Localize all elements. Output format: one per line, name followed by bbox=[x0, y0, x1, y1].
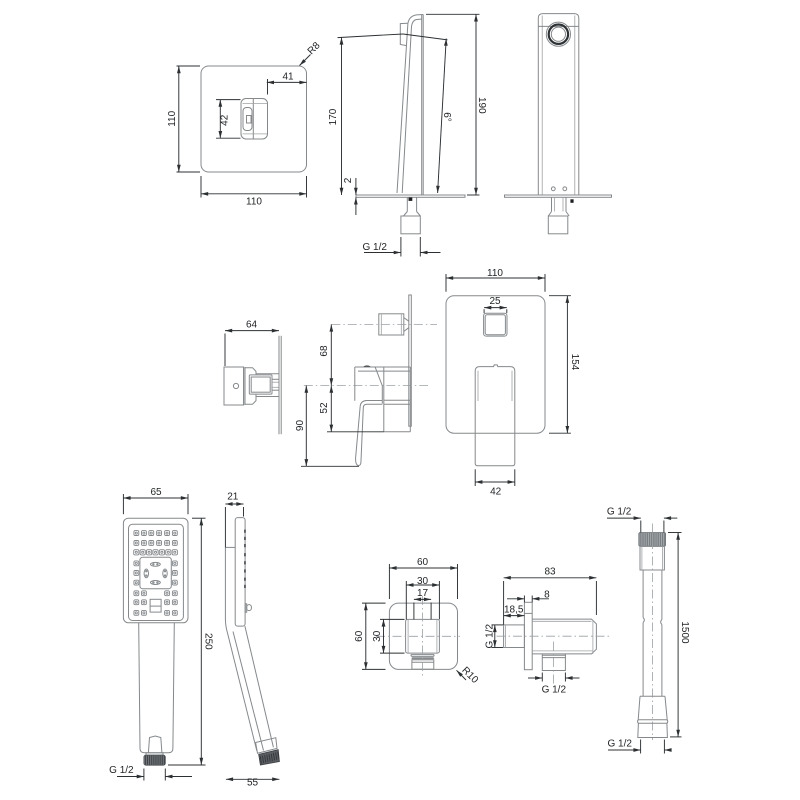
svg-text:52: 52 bbox=[319, 402, 330, 414]
svg-text:8: 8 bbox=[544, 590, 550, 601]
svg-text:60: 60 bbox=[354, 630, 365, 642]
svg-text:55: 55 bbox=[247, 778, 259, 789]
svg-text:6°: 6° bbox=[441, 112, 452, 122]
svg-text:42: 42 bbox=[220, 114, 231, 126]
svg-text:170: 170 bbox=[328, 108, 339, 125]
svg-text:41: 41 bbox=[282, 71, 294, 82]
svg-text:2: 2 bbox=[343, 177, 354, 183]
svg-text:G 1/2: G 1/2 bbox=[484, 624, 495, 649]
svg-text:G 1/2: G 1/2 bbox=[362, 242, 387, 253]
svg-text:110: 110 bbox=[246, 197, 262, 208]
svg-text:154: 154 bbox=[569, 354, 580, 371]
svg-text:64: 64 bbox=[246, 319, 258, 330]
svg-text:90: 90 bbox=[295, 420, 306, 432]
svg-text:18,5: 18,5 bbox=[504, 605, 524, 616]
svg-text:60: 60 bbox=[417, 557, 429, 568]
svg-text:1500: 1500 bbox=[679, 621, 690, 644]
svg-text:17: 17 bbox=[417, 588, 429, 599]
svg-text:83: 83 bbox=[544, 567, 556, 578]
svg-text:G 1/2: G 1/2 bbox=[542, 685, 567, 696]
svg-text:G 1/2: G 1/2 bbox=[607, 507, 632, 518]
svg-text:30: 30 bbox=[372, 630, 383, 642]
svg-text:65: 65 bbox=[150, 487, 162, 498]
svg-text:110: 110 bbox=[487, 268, 503, 279]
svg-text:30: 30 bbox=[417, 576, 429, 587]
svg-text:110: 110 bbox=[167, 110, 178, 126]
svg-text:25: 25 bbox=[489, 296, 501, 307]
svg-text:190: 190 bbox=[476, 97, 487, 114]
svg-text:21: 21 bbox=[227, 492, 239, 503]
svg-text:G 1/2: G 1/2 bbox=[607, 738, 632, 749]
svg-text:68: 68 bbox=[319, 345, 330, 357]
svg-text:42: 42 bbox=[490, 487, 502, 498]
svg-text:250: 250 bbox=[203, 633, 214, 650]
svg-text:G 1/2: G 1/2 bbox=[109, 765, 134, 776]
